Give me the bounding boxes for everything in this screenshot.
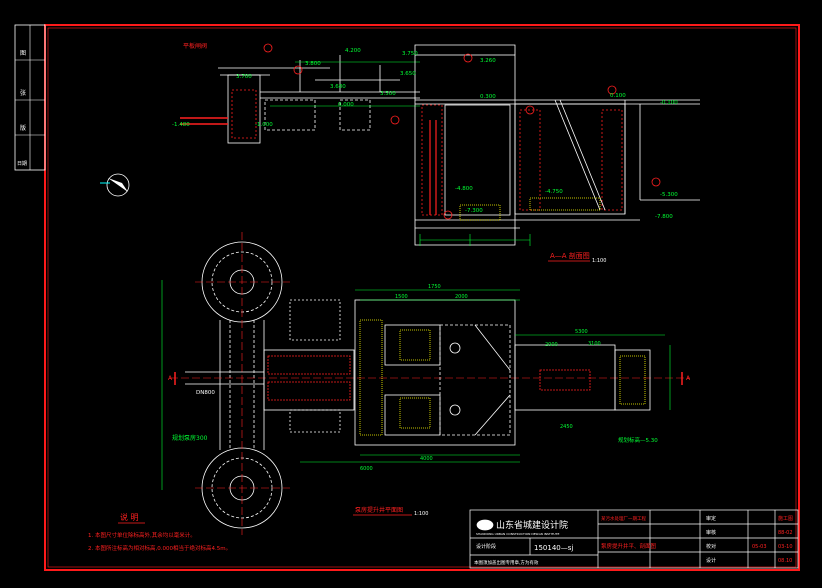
- section-top-label: 平板闸阀: [183, 42, 207, 50]
- left-revision-strip: 图 张 版 日期: [14, 24, 46, 171]
- plan-dim: 4000: [420, 456, 433, 462]
- plan-pipe-label: DN800: [196, 390, 215, 396]
- tb-code: 05-03: [752, 544, 767, 550]
- elevation-label: 3.500: [380, 91, 396, 97]
- tb-label-review: 审定: [706, 515, 716, 522]
- elevation-label: 3.260: [480, 58, 496, 64]
- company-name: 山东省城建设计院: [496, 519, 568, 531]
- plan-dimensions: 1750 5300 2000 4000 6000 2450 1500 2000 …: [360, 284, 601, 472]
- elevation-label: -4.750: [545, 189, 563, 195]
- note-item: 1. 本图尺寸单位除标高外,其余均以毫米计。: [88, 531, 196, 539]
- drawing-frame: [44, 24, 800, 571]
- plan-dim: 1500: [395, 294, 408, 300]
- drawing-number: 150140—sj: [534, 544, 573, 552]
- elevation-label: -7.800: [655, 214, 673, 220]
- svg-text:A: A: [686, 375, 691, 382]
- elevation-label: 0.300: [480, 94, 496, 100]
- elevation-label: 4.200: [345, 48, 361, 54]
- inner-frame: [47, 27, 797, 568]
- section-marker-a-left: A: [168, 372, 176, 385]
- elevation-label: 3.700: [236, 74, 252, 80]
- tb-code: 08.10: [778, 558, 792, 564]
- tb-code: 03-10: [778, 544, 793, 550]
- elevation-label: 3.750: [402, 51, 418, 57]
- plan-level-label: 规划标高—5.30: [618, 436, 658, 444]
- elevation-label: -4.800: [455, 186, 473, 192]
- plan-dim: 5300: [575, 329, 588, 335]
- title-block: [469, 509, 799, 569]
- elevation-label: 3.800: [305, 61, 321, 67]
- elevation-label: -1.480: [172, 122, 190, 128]
- elevation-label: 0.000: [338, 102, 354, 108]
- elevation-label: -7.300: [465, 208, 483, 214]
- elevation-label: 0.100: [610, 93, 626, 99]
- tb-code: 施工图: [778, 515, 793, 522]
- section-elevations: 4.200 3.750 3.800 3.700 3.680 3.650 3.26…: [172, 48, 678, 220]
- plan-title: 泵房提升井平面图: [355, 506, 403, 514]
- plan-dim: 2000: [455, 294, 468, 300]
- svg-text:A: A: [168, 375, 173, 382]
- company-name-en: SHANDONG URBAN CONSTRUCTION DESIGN INSTI…: [476, 532, 559, 536]
- strip-label-4: 日期: [17, 161, 27, 167]
- elevation-label: -0.100: [660, 100, 678, 106]
- plan-dim: 2000: [545, 342, 558, 348]
- plan-scale: 1:100: [414, 511, 428, 517]
- elevation-label: -5.300: [660, 192, 678, 198]
- section-marker-a-right: A: [681, 372, 691, 385]
- north-arrow-icon: [100, 173, 130, 197]
- tb-label-design: 设计: [706, 557, 716, 564]
- plan-side-label: 规划泵房300: [172, 434, 208, 442]
- strip-label-2: 张: [20, 89, 26, 97]
- strip-label-3: 版: [20, 124, 26, 132]
- elevation-label: 3.680: [330, 84, 346, 90]
- tb-code: 88-02: [778, 530, 793, 536]
- plan-dim: 2450: [560, 424, 573, 430]
- tb-label-check: 审核: [706, 529, 716, 536]
- tb-label-stage: 设计阶段: [476, 543, 496, 550]
- footer-note: 本图须加盖出图专用章,方为有效: [474, 559, 539, 566]
- drawing-name: 泵房提升井平、剖面图: [601, 542, 657, 550]
- plan-dim: 3100: [588, 341, 601, 347]
- strip-label-1: 图: [20, 50, 26, 57]
- section-title: A—A 剖面图: [550, 251, 590, 260]
- elevation-label: 3.650: [400, 71, 416, 77]
- section-scale: 1:100: [592, 258, 606, 264]
- tb-label-verify: 校对: [706, 543, 716, 550]
- elevation-label: -1.000: [255, 122, 273, 128]
- plan-dim: 1750: [428, 284, 441, 290]
- plan-dim: 6000: [360, 466, 373, 472]
- section-view: [180, 43, 700, 246]
- note-item: 2. 本图所注标高为相对标高,0.000相当于绝对标高4.5m。: [88, 544, 231, 552]
- project-name: 某污水处理厂一期工程: [601, 515, 646, 522]
- notes-heading: 说 明: [120, 512, 139, 522]
- plan-view: [161, 232, 690, 535]
